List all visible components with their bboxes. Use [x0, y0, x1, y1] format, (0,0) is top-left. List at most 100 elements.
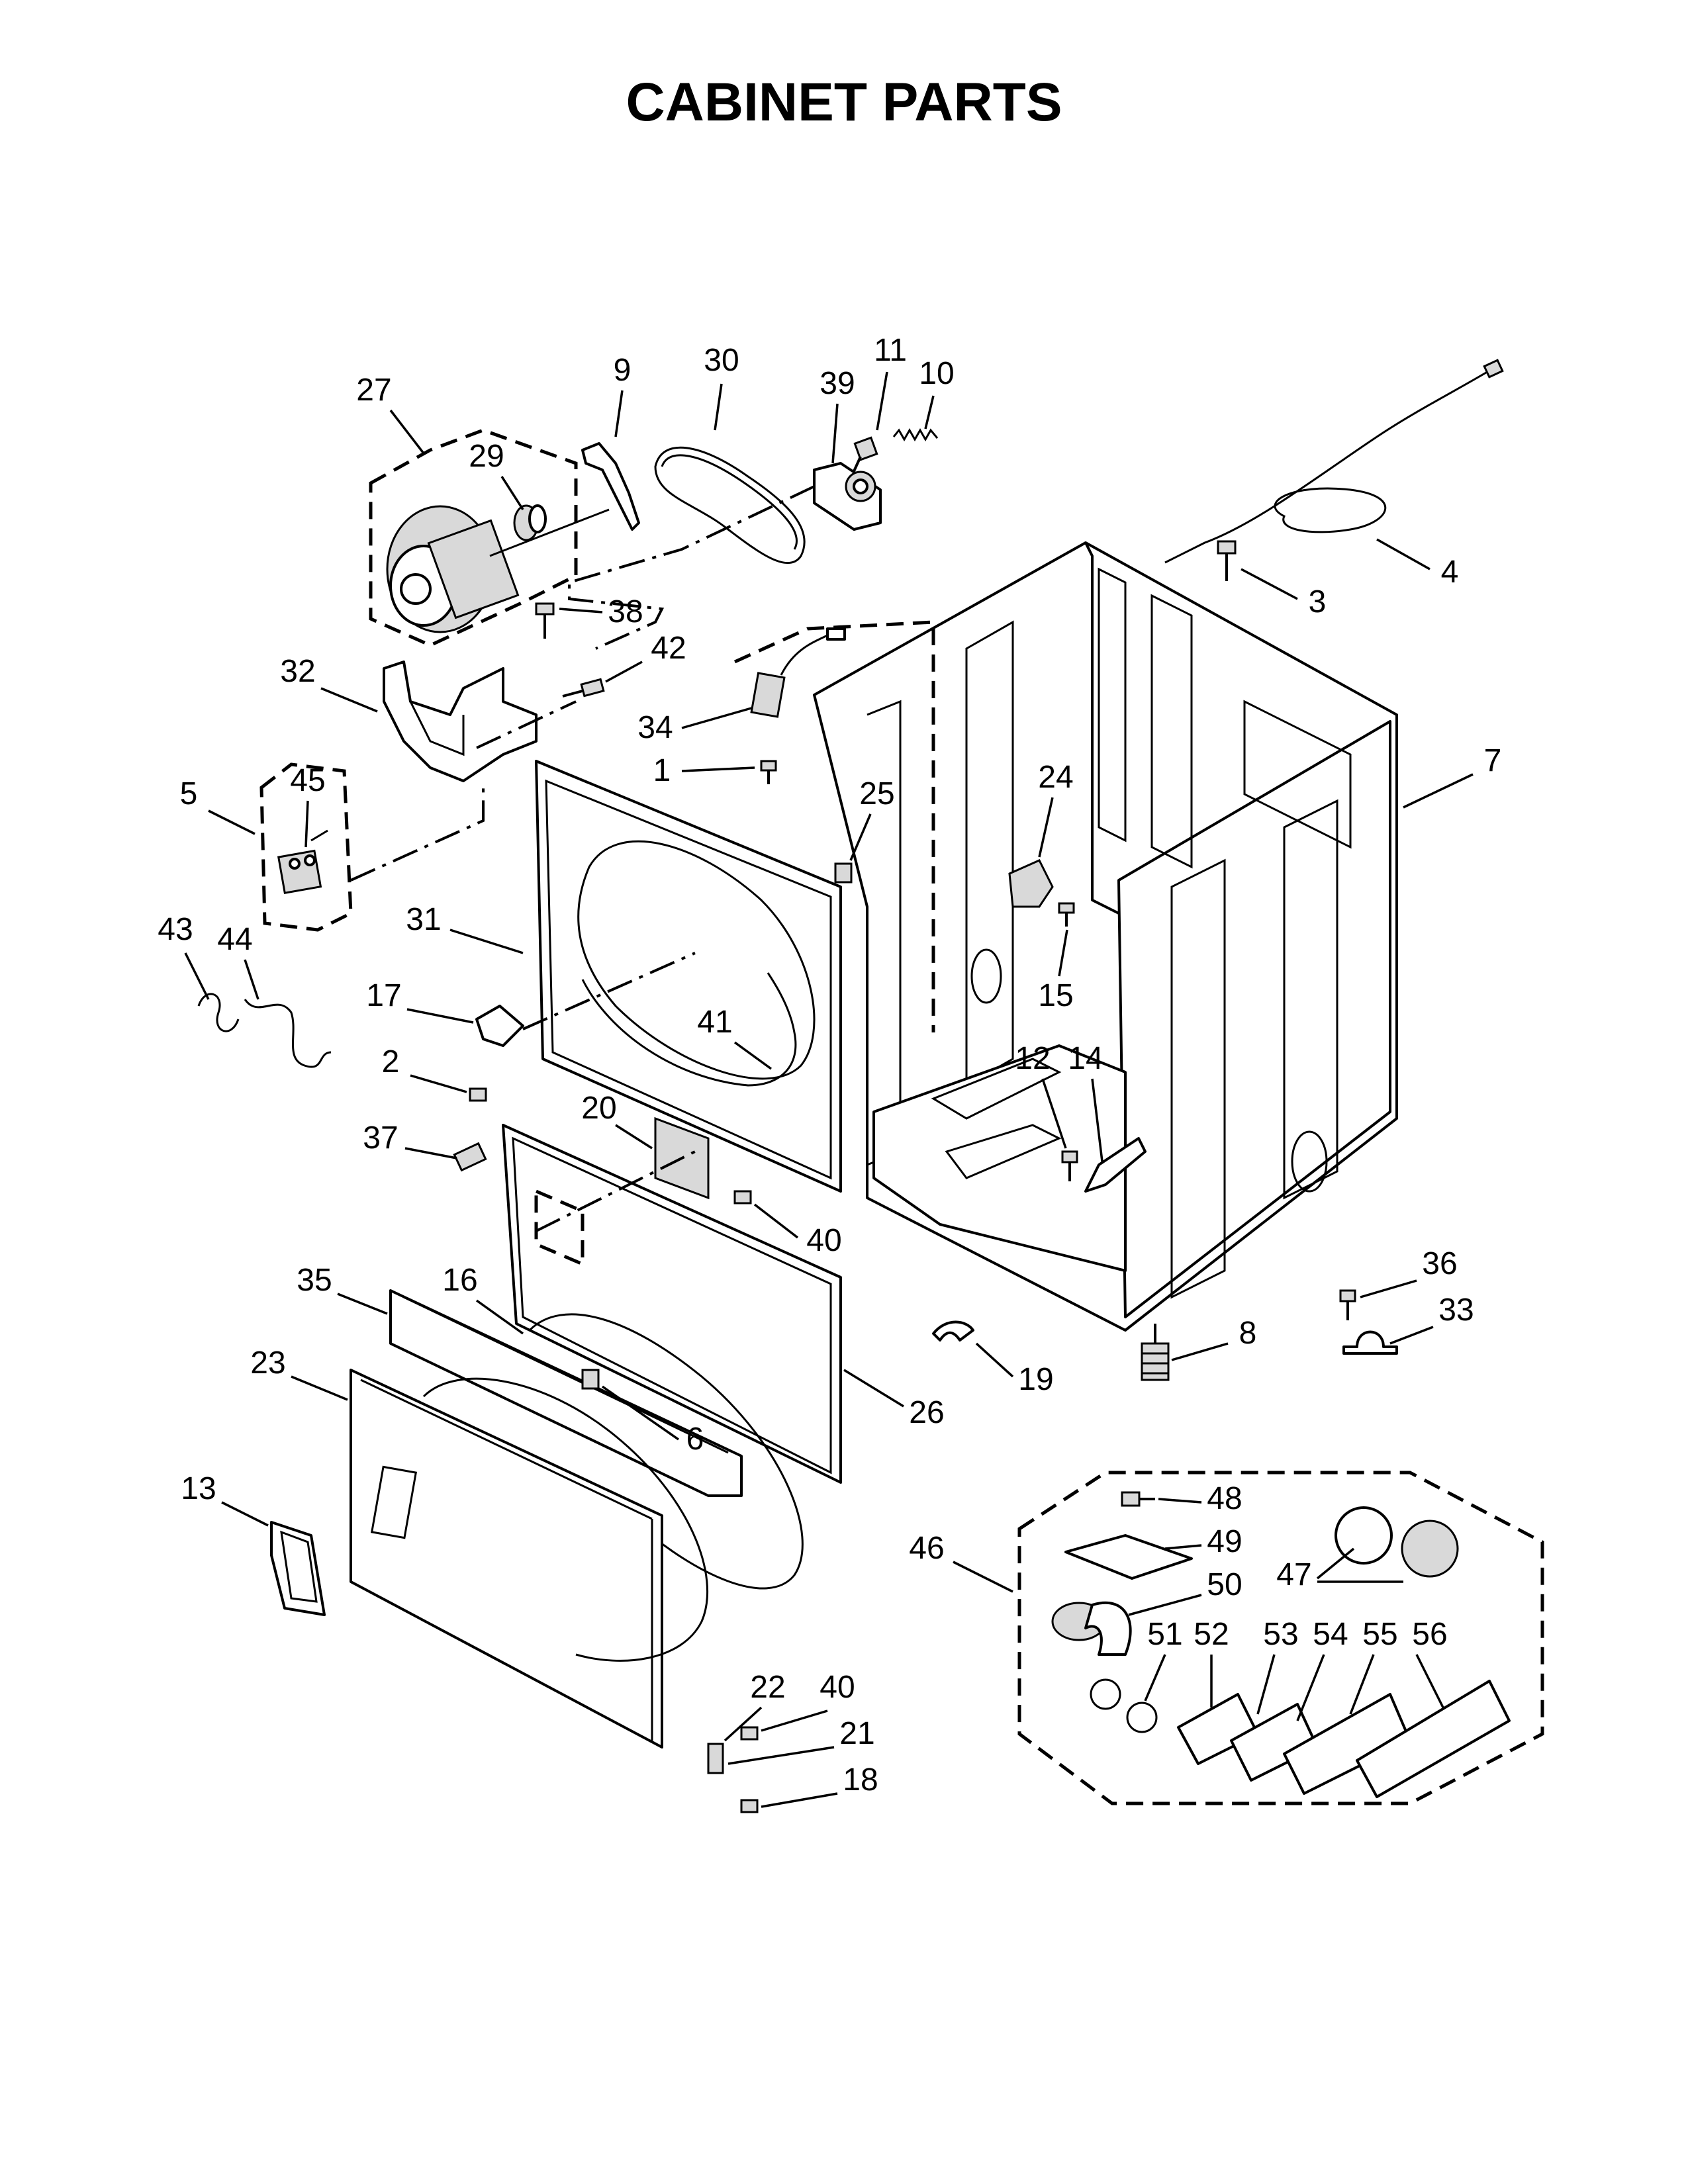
motor-centerline: [476, 700, 577, 749]
hinge-37: [453, 1142, 487, 1172]
screw-36: [1339, 1289, 1356, 1320]
callouts: 27 29 9 30 39 11 10 38 42 32 5 45 43 44 …: [158, 333, 1502, 1808]
callout-39: 39: [820, 366, 855, 401]
belt-clip-9: [581, 442, 640, 531]
screw-15: [1058, 902, 1075, 927]
power-cord: [1164, 359, 1504, 564]
page-title: CABINET PARTS: [626, 72, 1062, 132]
screw-12: [1061, 1150, 1078, 1181]
callout-4: 4: [1441, 555, 1459, 590]
callout-10: 10: [919, 356, 954, 391]
drive-belt: [654, 446, 806, 565]
front-panel-31: [535, 760, 842, 1193]
callout-38: 38: [608, 594, 643, 629]
callout-33: 33: [1438, 1293, 1474, 1328]
drive-motor: [386, 505, 610, 633]
vent-tubes: [1177, 1680, 1511, 1798]
vent-plate-49: [1064, 1534, 1193, 1580]
callout-9: 9: [614, 353, 632, 388]
vent-elbow-50: [1051, 1601, 1132, 1656]
callout-47: 47: [1276, 1557, 1311, 1592]
access-panel-26: [502, 1124, 842, 1484]
callout-34: 34: [637, 710, 673, 745]
callout-37: 37: [363, 1120, 398, 1156]
vent-hoods-47: [1335, 1506, 1459, 1578]
clip-25: [834, 862, 853, 884]
dryer-cabinet: [813, 541, 1398, 1332]
callout-31: 31: [406, 902, 441, 937]
callout-29: 29: [469, 439, 504, 474]
screw-2: [469, 1087, 487, 1102]
wire-harness-44: [244, 999, 332, 1068]
motor-mount-bracket: [383, 660, 538, 782]
callout-3: 3: [1309, 584, 1327, 619]
callout-50: 50: [1207, 1567, 1242, 1602]
callout-14: 14: [1068, 1041, 1103, 1076]
door-latch-6: [581, 1369, 600, 1390]
idler-pulley-bracket: [813, 462, 882, 531]
fuse-group-outline: [259, 762, 353, 932]
callout-19: 19: [1018, 1362, 1053, 1397]
callout-12: 12: [1015, 1041, 1050, 1076]
callout-30: 30: [704, 343, 739, 378]
callout-54: 54: [1313, 1617, 1348, 1652]
bracket-screw-42: [562, 678, 605, 698]
callout-11: 11: [874, 333, 907, 368]
callout-46: 46: [909, 1531, 944, 1566]
callout-52: 52: [1194, 1617, 1229, 1652]
callout-2: 2: [382, 1044, 400, 1079]
callout-48: 48: [1207, 1481, 1242, 1516]
clip-19: [932, 1320, 974, 1342]
cabinet-front-dashed: [733, 620, 935, 1032]
door-switch-34: [750, 627, 846, 718]
belt-centerline: [568, 485, 815, 650]
label-dashed: [534, 1189, 585, 1267]
door-handle-13: [270, 1521, 326, 1616]
panel-centerline: [522, 952, 696, 1030]
callout-25: 25: [859, 776, 894, 811]
callout-53: 53: [1263, 1617, 1298, 1652]
door-opening: [370, 1465, 418, 1539]
callout-20: 20: [581, 1091, 616, 1126]
callout-5: 5: [180, 776, 198, 811]
fuse-centerline: [350, 781, 485, 882]
lint-bracket-24: [1008, 859, 1054, 908]
vent-screw-48: [1121, 1491, 1155, 1507]
callout-40a: 40: [806, 1223, 841, 1258]
callout-13: 13: [181, 1471, 216, 1506]
door-window-ring: [422, 1377, 708, 1662]
callout-21: 21: [839, 1716, 874, 1751]
callout-51: 51: [1147, 1617, 1182, 1652]
callout-55: 55: [1362, 1617, 1397, 1652]
callout-7: 7: [1484, 743, 1502, 778]
screw-40-upper: [733, 1190, 752, 1205]
bracket-17: [475, 1005, 524, 1047]
wire-harness-43: [197, 993, 240, 1032]
callout-27: 27: [356, 373, 391, 408]
callout-16: 16: [442, 1263, 477, 1298]
hinge-centerline: [536, 1150, 696, 1232]
door-panel-35: [389, 1289, 743, 1497]
idler-screw-11: [853, 436, 878, 472]
callout-1: 1: [653, 753, 671, 788]
callout-43: 43: [158, 912, 193, 947]
door-outer-23: [350, 1369, 663, 1749]
callout-41: 41: [697, 1005, 732, 1040]
callout-36: 36: [1422, 1246, 1457, 1281]
leveling-leg-8: [1141, 1324, 1170, 1381]
idler-spring-10: [892, 428, 939, 442]
callout-35: 35: [297, 1263, 332, 1298]
callout-56: 56: [1412, 1617, 1447, 1652]
vent-clamps: [1090, 1678, 1158, 1733]
callout-32: 32: [280, 654, 315, 689]
callout-44: 44: [217, 922, 252, 957]
cord-screw-3: [1217, 540, 1237, 581]
motor-screw-38: [535, 602, 555, 639]
callout-22: 22: [750, 1670, 785, 1705]
clamp-33: [1342, 1330, 1398, 1355]
callout-23: 23: [250, 1345, 285, 1381]
callout-42: 42: [651, 631, 686, 666]
motor-pulley: [513, 504, 547, 541]
callout-26: 26: [909, 1395, 944, 1430]
hinge-screws: [707, 1726, 759, 1813]
